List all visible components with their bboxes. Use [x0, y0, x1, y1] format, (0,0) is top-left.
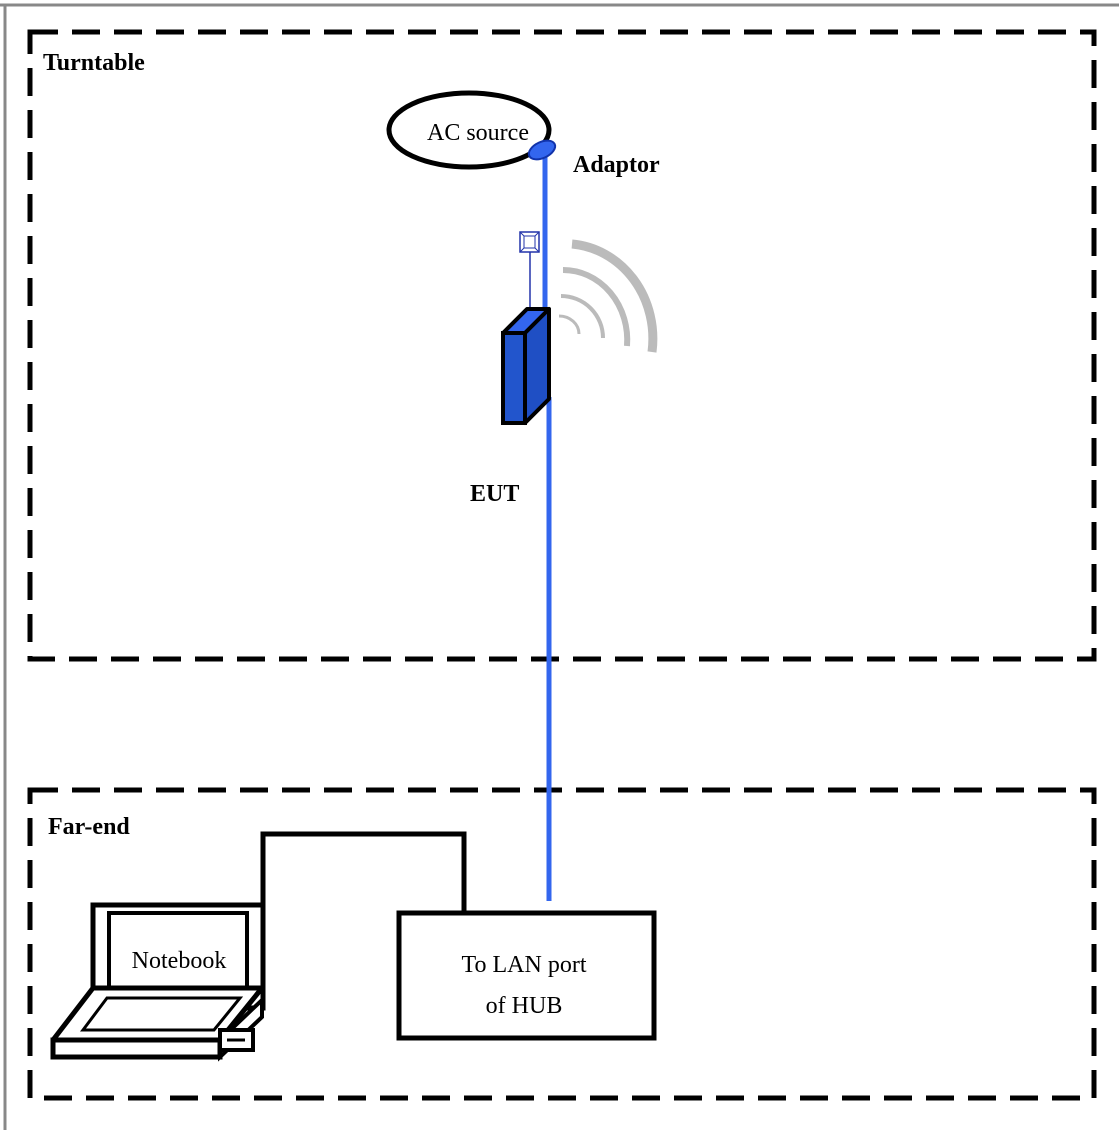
notebook-screen — [107, 911, 249, 1000]
far-end-label: Far-end — [48, 814, 130, 840]
notebook-icon: Notebook — [50, 902, 266, 1062]
far-end-border — [27, 787, 1097, 1101]
antenna-head-inner — [523, 235, 536, 249]
hub-label-line1: To LAN port — [462, 952, 587, 978]
adaptor-label: Adaptor — [573, 152, 660, 178]
ac-source-outline — [386, 90, 552, 170]
signal-arc-tiny — [558, 314, 581, 335]
far-end-region: Far-end — [27, 787, 1097, 1101]
wireless-signal-icon — [558, 239, 658, 353]
notebook-label: Notebook — [132, 948, 227, 974]
notebook-keyboard-inner — [80, 996, 244, 1032]
hub-box: To LAN port of HUB — [396, 910, 657, 1041]
notebook-base — [50, 1037, 223, 1060]
signal-arc-medium — [562, 266, 631, 347]
signal-arc-small — [560, 294, 605, 339]
eut-device-icon: EUT — [470, 307, 551, 507]
eut-front-face — [501, 331, 527, 425]
turntable-label: Turntable — [43, 50, 145, 76]
turntable-region: Turntable — [27, 29, 1097, 662]
ac-source-label: AC source — [427, 120, 529, 146]
eut-label: EUT — [470, 481, 519, 507]
antenna-head — [519, 231, 540, 253]
adaptor: Adaptor — [527, 139, 660, 178]
hub-outline — [396, 910, 657, 1041]
turntable-border — [27, 29, 1097, 662]
hub-label-line2: of HUB — [486, 993, 563, 1019]
adaptor-plug-icon — [527, 139, 557, 161]
ac-source: AC source — [386, 90, 552, 170]
signal-arc-large — [571, 239, 658, 353]
lan-cable-notebook-to-hub — [260, 831, 467, 913]
antenna-icon — [519, 231, 540, 318]
